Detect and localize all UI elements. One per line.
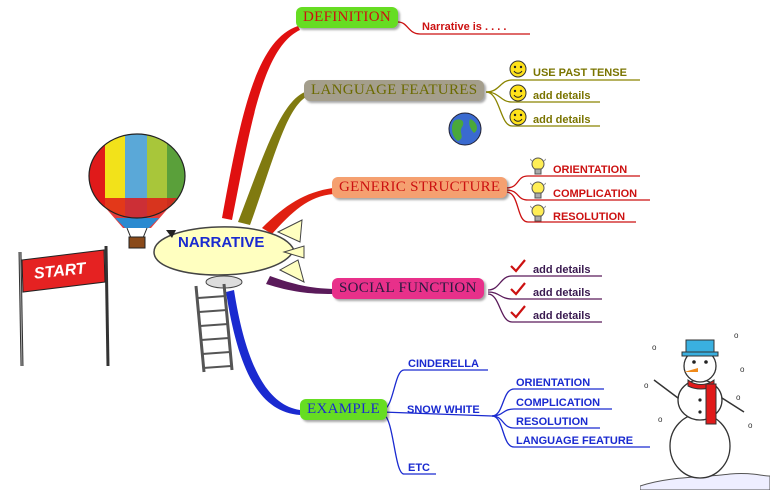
smiley-icon xyxy=(509,60,527,83)
hot-air-balloon-icon xyxy=(88,133,186,249)
language-item-2: add details xyxy=(533,90,591,102)
definition-detail: Narrative is . . . . xyxy=(422,21,507,33)
blimp-icon xyxy=(153,219,305,289)
branch-generic-connector xyxy=(262,188,334,234)
ladder-icon xyxy=(194,283,234,373)
lightbulb-icon xyxy=(529,204,547,229)
svg-text:o: o xyxy=(734,331,739,340)
social-item-2: add details xyxy=(533,287,591,299)
globe-icon xyxy=(448,112,482,146)
start-flag-icon xyxy=(18,245,110,367)
branch-definition-connector xyxy=(222,26,300,220)
svg-text:o: o xyxy=(748,421,753,430)
svg-text:o: o xyxy=(740,365,745,374)
checkmark-icon xyxy=(510,281,526,302)
svg-text:o: o xyxy=(652,343,657,352)
social-item-1: add details xyxy=(533,264,591,276)
branch-social-connector xyxy=(266,276,333,294)
svg-text:o: o xyxy=(644,381,649,390)
language-item-3: add details xyxy=(533,114,591,126)
lightbulb-icon xyxy=(529,157,547,182)
snowman-icon: o o o o o o o xyxy=(640,331,770,490)
branch-example[interactable]: EXAMPLE xyxy=(300,399,387,420)
branch-language-features[interactable]: LANGUAGE FEATURES xyxy=(304,80,485,101)
svg-text:o: o xyxy=(736,393,741,402)
lightbulb-icon xyxy=(529,181,547,206)
generic-item-orientation: ORIENTATION xyxy=(553,164,628,176)
branch-social-function[interactable]: SOCIAL FUNCTION xyxy=(332,278,484,299)
social-item-3: add details xyxy=(533,310,591,322)
branch-example-connector xyxy=(226,290,300,415)
example-item-cinderella: CINDERELLA xyxy=(408,358,479,370)
language-item-1: USE PAST TENSE xyxy=(533,67,627,79)
central-topic-label: NARRATIVE xyxy=(178,234,265,251)
example-item-snow-white: SNOW WHITE xyxy=(407,404,480,416)
generic-item-resolution: RESOLUTION xyxy=(553,211,626,223)
example-item-etc: ETC xyxy=(408,462,430,474)
smiley-icon xyxy=(509,84,527,107)
snow-white-item-resolution: RESOLUTION xyxy=(516,416,589,428)
smiley-icon xyxy=(509,108,527,131)
snow-white-item-complication: COMPLICATION xyxy=(516,397,601,409)
checkmark-icon xyxy=(510,258,526,279)
branch-generic-structure[interactable]: GENERIC STRUCTURE xyxy=(332,177,508,198)
generic-item-complication: COMPLICATION xyxy=(553,188,638,200)
branch-language-connector xyxy=(238,92,306,225)
snow-white-item-language-feature: LANGUAGE FEATURE xyxy=(516,435,634,447)
snow-white-item-orientation: ORIENTATION xyxy=(516,377,591,389)
branch-definition[interactable]: DEFINITION xyxy=(296,7,398,28)
checkmark-icon xyxy=(510,304,526,325)
svg-text:o: o xyxy=(658,415,663,424)
